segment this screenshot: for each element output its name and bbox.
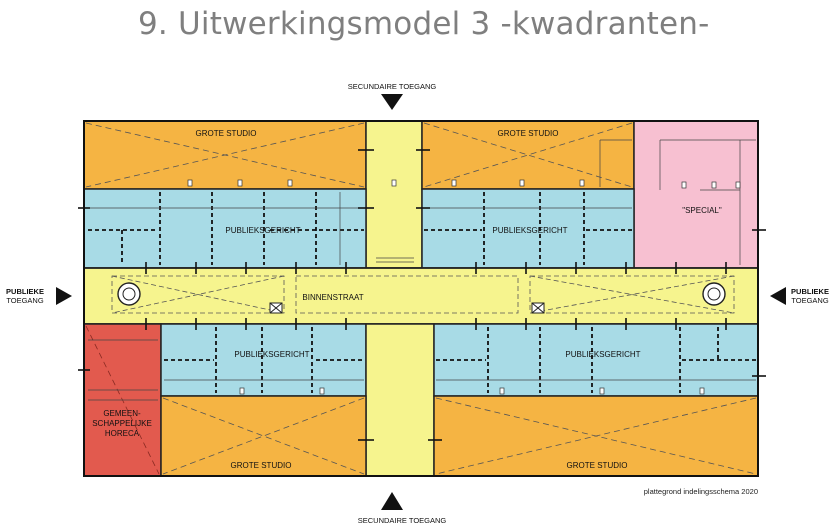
crossed-box-right <box>531 302 545 314</box>
zone-publieksgericht-bottom-right <box>433 323 759 397</box>
label-publieksgericht-bottom-left: PUBLIEKSGERICHT <box>234 350 309 359</box>
label-publieke-toegang-right-2: TOEGANG <box>791 296 829 305</box>
label-special: "SPECIAL" <box>682 206 722 215</box>
door-marks <box>187 179 741 395</box>
label-publieksgericht-top-left: PUBLIEKSGERICHT <box>225 226 300 235</box>
binnenstraat-markings <box>111 275 735 314</box>
label-grote-studio-top-left: GROTE STUDIO <box>196 129 257 138</box>
room-detail-lines <box>86 139 756 401</box>
plan-caption: plattegrond indelingsschema 2020 <box>644 487 758 496</box>
arrow-up-bottom <box>381 492 403 510</box>
arrow-down-top <box>381 94 403 110</box>
label-grote-studio-bottom-right: GROTE STUDIO <box>567 461 628 470</box>
partition-walls <box>88 192 756 393</box>
label-publieke-toegang-left-1: PUBLIEKE <box>6 287 44 296</box>
arrow-right-left <box>56 287 72 305</box>
arrow-left-right <box>770 287 786 305</box>
label-grote-studio-top-right: GROTE STUDIO <box>498 129 559 138</box>
label-binnenstraat: BINNENSTRAAT <box>302 293 363 302</box>
label-horeca-line3: HORECA <box>105 429 140 438</box>
label-secundaire-toegang-top: SECUNDAIRE TOEGANG <box>348 82 437 91</box>
binnenstraat-circle-right <box>702 282 726 306</box>
zone-special <box>633 120 759 269</box>
building-outline <box>83 120 759 477</box>
label-secundaire-toegang-bottom: SECUNDAIRE TOEGANG <box>358 516 447 525</box>
binnenstraat-circle-left <box>117 282 141 306</box>
label-horeca-line2: SCHAPPELIJKE <box>92 419 152 428</box>
zone-publieksgericht-top-left <box>83 188 367 269</box>
label-publieke-toegang-right-1: PUBLIEKE <box>791 287 829 296</box>
label-horeca-line1: GEMEEN- <box>103 409 141 418</box>
zone-grote-studio-bottom-left <box>160 395 367 477</box>
label-publieke-toegang-left-2: TOEGANG <box>6 296 44 305</box>
zone-publieksgericht-bottom-left <box>160 323 367 397</box>
label-publieksgericht-bottom-right: PUBLIEKSGERICHT <box>565 350 640 359</box>
crossed-box-left <box>269 302 283 314</box>
label-publieksgericht-top-right: PUBLIEKSGERICHT <box>492 226 567 235</box>
zone-secundaire-corridor-top <box>365 120 423 269</box>
page-title: 9. Uitwerkingsmodel 3 -kwadranten- <box>138 6 710 42</box>
label-grote-studio-bottom-left: GROTE STUDIO <box>231 461 292 470</box>
column-ticks <box>78 149 766 441</box>
zone-secundaire-corridor-bottom <box>365 323 435 477</box>
